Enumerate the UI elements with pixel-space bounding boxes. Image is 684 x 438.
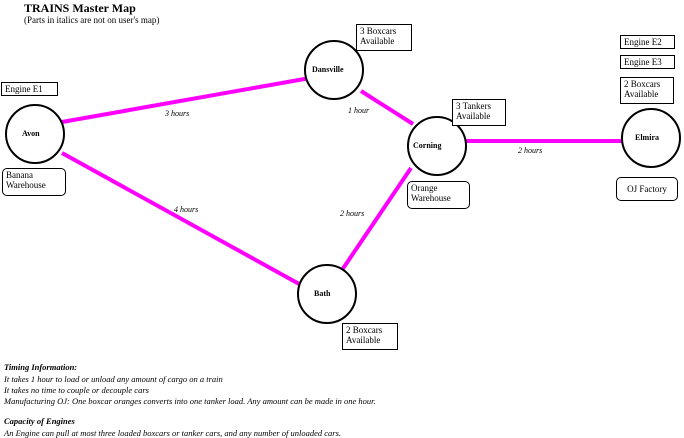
- oj-factory-label: OJ Factory: [616, 177, 678, 201]
- city-label-elmira: Elmira: [635, 133, 659, 142]
- corning-tankers-label: 3 Tankers Available: [452, 99, 506, 126]
- city-node-corning: [407, 116, 467, 176]
- dansville-boxcars-line-2: Available: [360, 36, 395, 46]
- bath-boxcars-line-2: Available: [346, 335, 381, 345]
- banana-warehouse-line-2: Warehouse: [6, 180, 46, 190]
- city-node-dansville: [304, 40, 364, 100]
- engine-e3-label: Engine E3: [620, 55, 675, 69]
- track-bath-corning: [340, 166, 413, 272]
- track-avon-bath: [61, 151, 302, 287]
- elmira-boxcars-line-2: Available: [624, 89, 659, 99]
- orange-warehouse-label: Orange Warehouse: [407, 181, 470, 209]
- corning-tankers-line-1: 3 Tankers: [456, 101, 491, 111]
- city-label-avon: Avon: [22, 129, 40, 138]
- timing-line-1: It takes 1 hour to load or unload any am…: [4, 374, 223, 384]
- city-node-elmira: [621, 108, 681, 168]
- capacity-heading: Capacity of Engines: [4, 416, 75, 426]
- banana-warehouse-label: Banana Warehouse: [2, 168, 66, 196]
- timing-line-2: It takes no time to couple or decouple c…: [4, 385, 149, 395]
- city-label-dansville: Dansville: [312, 65, 344, 74]
- bath-boxcars-line-1: 2 Boxcars: [346, 325, 383, 335]
- timing-heading: Timing Information:: [4, 362, 78, 372]
- map-subtitle: (Parts in italics are not on user's map): [24, 15, 160, 25]
- city-layer: [5, 40, 681, 324]
- city-label-bath: Bath: [314, 289, 331, 298]
- oj-factory-text: OJ Factory: [627, 184, 667, 194]
- city-label-corning: Corning: [413, 141, 442, 150]
- track-avon-dansville: [61, 76, 311, 124]
- track-dansville-corning: [359, 89, 415, 126]
- orange-warehouse-line-2: Warehouse: [411, 193, 451, 203]
- corning-tankers-line-2: Available: [456, 111, 491, 121]
- travel-time-avon-bath: 4 hours: [174, 205, 199, 214]
- city-node-bath: [297, 264, 357, 324]
- orange-warehouse-line-1: Orange: [411, 183, 438, 193]
- travel-time-dansville-corning: 1 hour: [348, 106, 370, 115]
- timing-line-3: Manufacturing OJ: One boxcar oranges con…: [4, 396, 376, 406]
- engine-e2-label: Engine E2: [620, 35, 675, 49]
- engine-e2-text: Engine E2: [624, 37, 662, 47]
- dansville-boxcars-label: 3 Boxcars Available: [356, 24, 412, 51]
- capacity-line-1: An Engine can pull at most three loaded …: [4, 428, 342, 438]
- engine-e1-label: Engine E1: [1, 82, 58, 96]
- elmira-boxcars-label: 2 Boxcars Available: [620, 77, 674, 104]
- dansville-boxcars-line-1: 3 Boxcars: [360, 26, 397, 36]
- track-layer: [61, 76, 622, 287]
- elmira-boxcars-line-1: 2 Boxcars: [624, 79, 661, 89]
- engine-e1-text: Engine E1: [5, 84, 43, 94]
- bath-boxcars-label: 2 Boxcars Available: [342, 323, 398, 350]
- travel-time-corning-elmira: 2 hours: [518, 146, 543, 155]
- banana-warehouse-line-1: Banana: [6, 170, 33, 180]
- map-title: TRAINS Master Map: [24, 1, 136, 15]
- engine-e3-text: Engine E3: [624, 57, 662, 67]
- travel-time-bath-corning: 2 hours: [340, 209, 365, 218]
- city-node-avon: [5, 104, 65, 164]
- travel-time-avon-dansville: 3 hours: [165, 109, 190, 118]
